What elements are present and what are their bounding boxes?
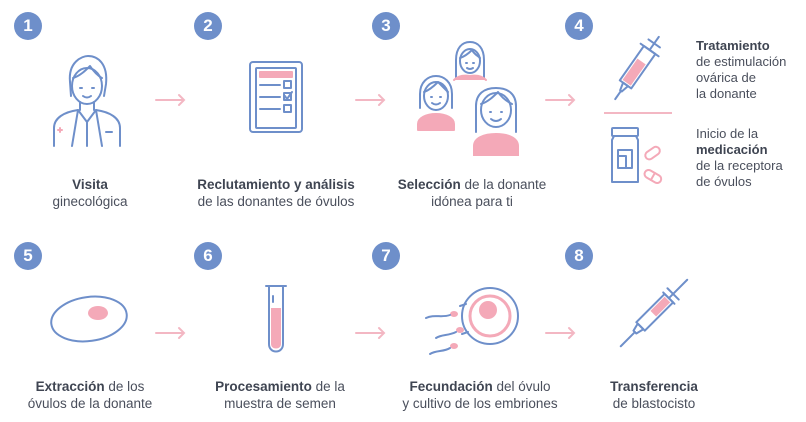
test-tube-icon [265,285,287,353]
step-3-badge: 3 [372,12,400,40]
arrow-3-4 [545,94,576,106]
step-2-title: Reclutamiento y análisis [197,177,355,192]
arrow-7-8 [545,327,576,339]
step-2-text: de las donantes de óvulos [197,194,355,209]
step-5-text-a: de los [104,379,145,394]
step-5-badge: 5 [14,242,42,270]
step-7-badge: 7 [372,242,400,270]
arrow-6-7 [355,327,386,339]
transfer-syringe-icon [619,278,689,348]
step-6-text-b: muestra de semen [224,396,336,411]
step-4-bot-l1: de la receptora [696,158,783,173]
step-4-bot-title: medicación [696,142,768,157]
women-icon [417,41,519,156]
step-7-text-b: y cultivo de los embriones [402,396,558,411]
step-2-caption: Reclutamiento y análisis de las donantes… [180,176,372,210]
step-7-caption: Fecundación del óvulo y cultivo de los e… [382,378,578,412]
medication-icon [611,127,663,184]
checklist-icon [249,61,303,133]
step-6-badge: 6 [194,242,222,270]
step-8-badge: 8 [565,242,593,270]
step-2-badge: 2 [194,12,222,40]
step-6-caption: Procesamiento de la muestra de semen [196,378,364,412]
step-4-top-title: Tratamiento [696,38,770,53]
step-8-caption: Transferencia de blastocisto [594,378,714,412]
step-3-title: Selección [397,177,461,192]
step-7-title: Fecundación [409,379,493,394]
arrow-2-3 [355,94,386,106]
syringe-icon [614,35,661,101]
step-1-text: ginecológica [52,194,128,209]
step-8-title: Transferencia [610,379,698,394]
arrow-5-6 [155,327,186,339]
step-4-top-l3: la donante [696,86,757,101]
step-3-text-a: de la donante [460,177,547,192]
step-4-divider [604,112,672,114]
step-7-text-a: del óvulo [492,379,551,394]
step-4-badge: 4 [565,12,593,40]
step-3-caption: Selección de la donante idónea para ti [382,176,562,210]
step-1-badge: 1 [14,12,42,40]
step-6-text-a: de la [311,379,345,394]
step-1-caption: Visita ginecológica [20,176,160,210]
ovum-icon [50,295,128,343]
doctor-icon [53,55,121,147]
fertilization-icon [425,287,519,355]
step-1-title: Visita [72,177,108,192]
step-5-title: Extracción [35,379,105,394]
step-6-title: Procesamiento [215,379,312,394]
step-4-bottom-text: Inicio de la medicación de la receptora … [696,126,804,190]
step-3-text-b: idónea para ti [431,194,513,209]
step-5-caption: Extracción de los óvulos de la donante [12,378,168,412]
step-8-text: de blastocisto [612,396,696,411]
arrow-1-2 [155,94,186,106]
step-4-top-l2: ovárica de [696,70,756,85]
step-5-text-b: óvulos de la donante [27,396,153,411]
step-4-bot-l2: de óvulos [696,174,752,189]
step-4-bot-l0: Inicio de la [696,126,759,141]
step-4-top-text: Tratamiento de estimulación ovárica de l… [696,38,804,102]
step-4-top-l1: de estimulación [696,54,787,69]
